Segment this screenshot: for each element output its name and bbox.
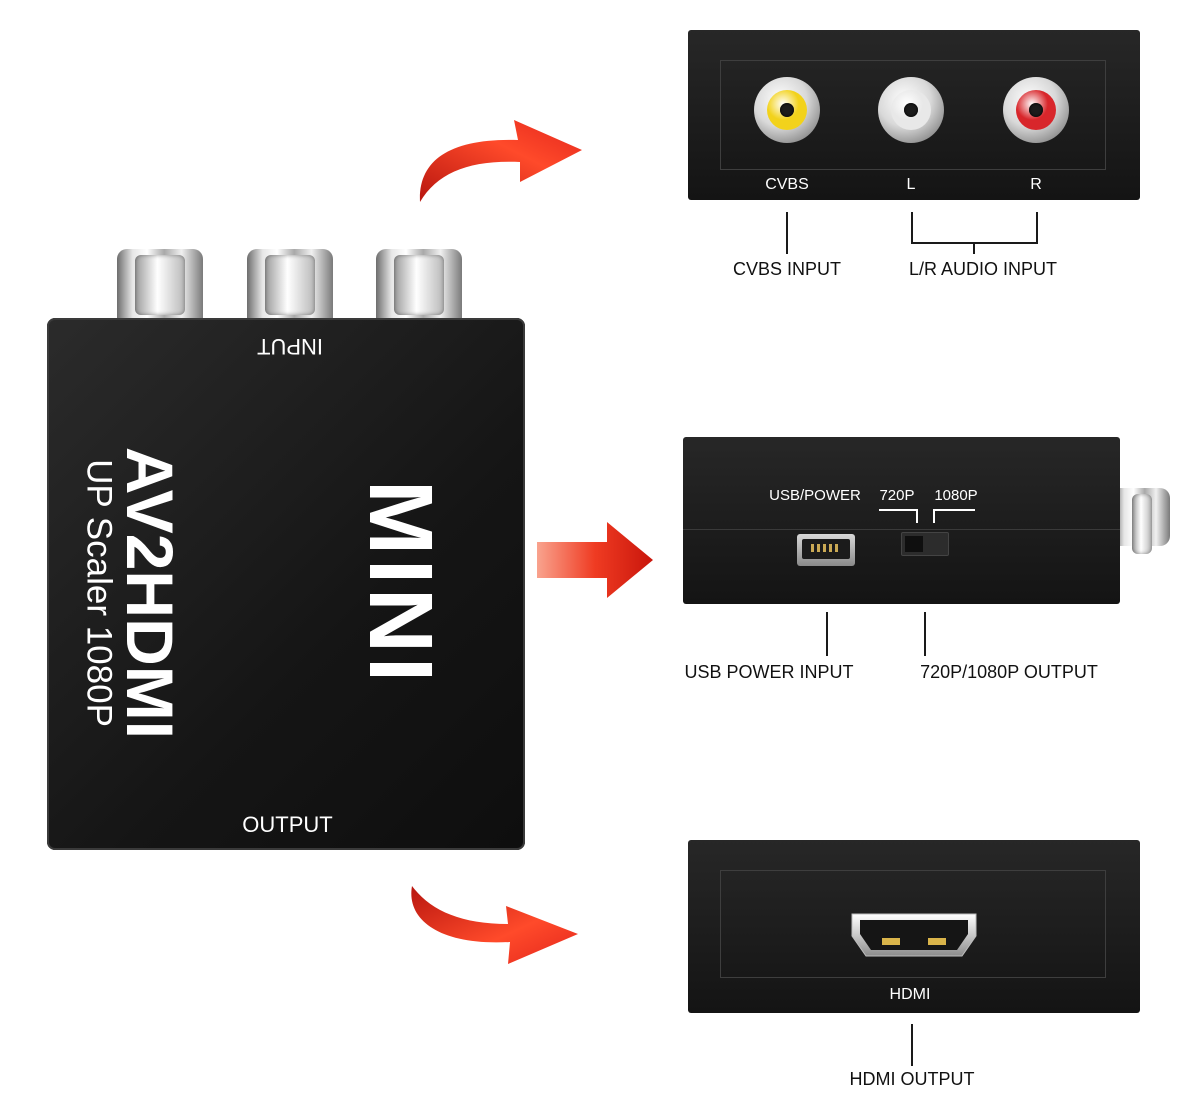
switch-leader-line <box>924 612 926 656</box>
side-panel-seam <box>683 529 1120 530</box>
p720-bracket-h <box>879 509 917 511</box>
audio-right-jack-icon <box>1003 77 1069 143</box>
rca-connector-left <box>117 249 203 321</box>
av-input-panel-inner <box>720 60 1106 170</box>
resolution-switch-knob <box>905 536 923 552</box>
device-subtitle: UP Scaler 1080P <box>79 459 119 727</box>
callout-usb-power-input: USB POWER INPUT <box>684 662 854 682</box>
audio-leader-left <box>911 212 913 244</box>
mini-usb-port-icon <box>797 534 855 566</box>
usb-leader-line <box>826 612 828 656</box>
cvbs-leader-line <box>786 212 788 254</box>
p720-bracket-v <box>916 509 918 523</box>
resolution-switch-icon <box>901 532 949 556</box>
device-output-label: OUTPUT <box>242 812 333 837</box>
device-mini-label: MINI <box>350 480 450 686</box>
rca-connector-right <box>376 249 462 321</box>
cvbs-jack-hole <box>780 103 794 117</box>
device-input-label: INPUT <box>257 334 323 359</box>
callout-hdmi-output: HDMI OUTPUT <box>849 1069 975 1089</box>
side-rca-stub <box>1114 488 1170 554</box>
audio-leader-stem <box>973 242 975 254</box>
p1080-bracket-h <box>933 509 975 511</box>
hdmi-panel-inner <box>720 870 1106 978</box>
audio-right-jack-hole <box>1029 103 1043 117</box>
av2hdmi-device <box>47 318 525 850</box>
curved-arrow-top-icon <box>419 120 582 202</box>
side-panel <box>683 437 1120 604</box>
curved-arrow-bottom-icon <box>411 886 578 964</box>
rca-connector-middle <box>247 249 333 321</box>
audio-left-jack-icon <box>878 77 944 143</box>
p720-label: 720P <box>879 487 915 504</box>
hdmi-port-label: HDMI <box>889 986 931 1003</box>
hdmi-port-icon <box>851 913 977 957</box>
audio-left-jack-hole <box>904 103 918 117</box>
p1080-bracket-v <box>933 509 935 523</box>
callout-resolution-output: 720P/1080P OUTPUT <box>920 662 1098 682</box>
port-label-r: R <box>1030 176 1042 193</box>
p1080-label: 1080P <box>934 487 978 504</box>
callout-audio-input: L/R AUDIO INPUT <box>908 259 1058 279</box>
usb-power-label: USB/POWER <box>769 487 861 504</box>
callout-cvbs-input: CVBS INPUT <box>732 259 842 279</box>
port-label-cvbs: CVBS <box>765 176 809 193</box>
device-title: AV2HDMI <box>113 446 187 740</box>
straight-arrow-middle-icon <box>537 522 653 598</box>
port-label-l: L <box>906 176 916 193</box>
audio-leader-right <box>1036 212 1038 244</box>
hdmi-leader-line <box>911 1024 913 1066</box>
cvbs-jack-icon <box>754 77 820 143</box>
mini-usb-port-pins <box>811 544 841 552</box>
